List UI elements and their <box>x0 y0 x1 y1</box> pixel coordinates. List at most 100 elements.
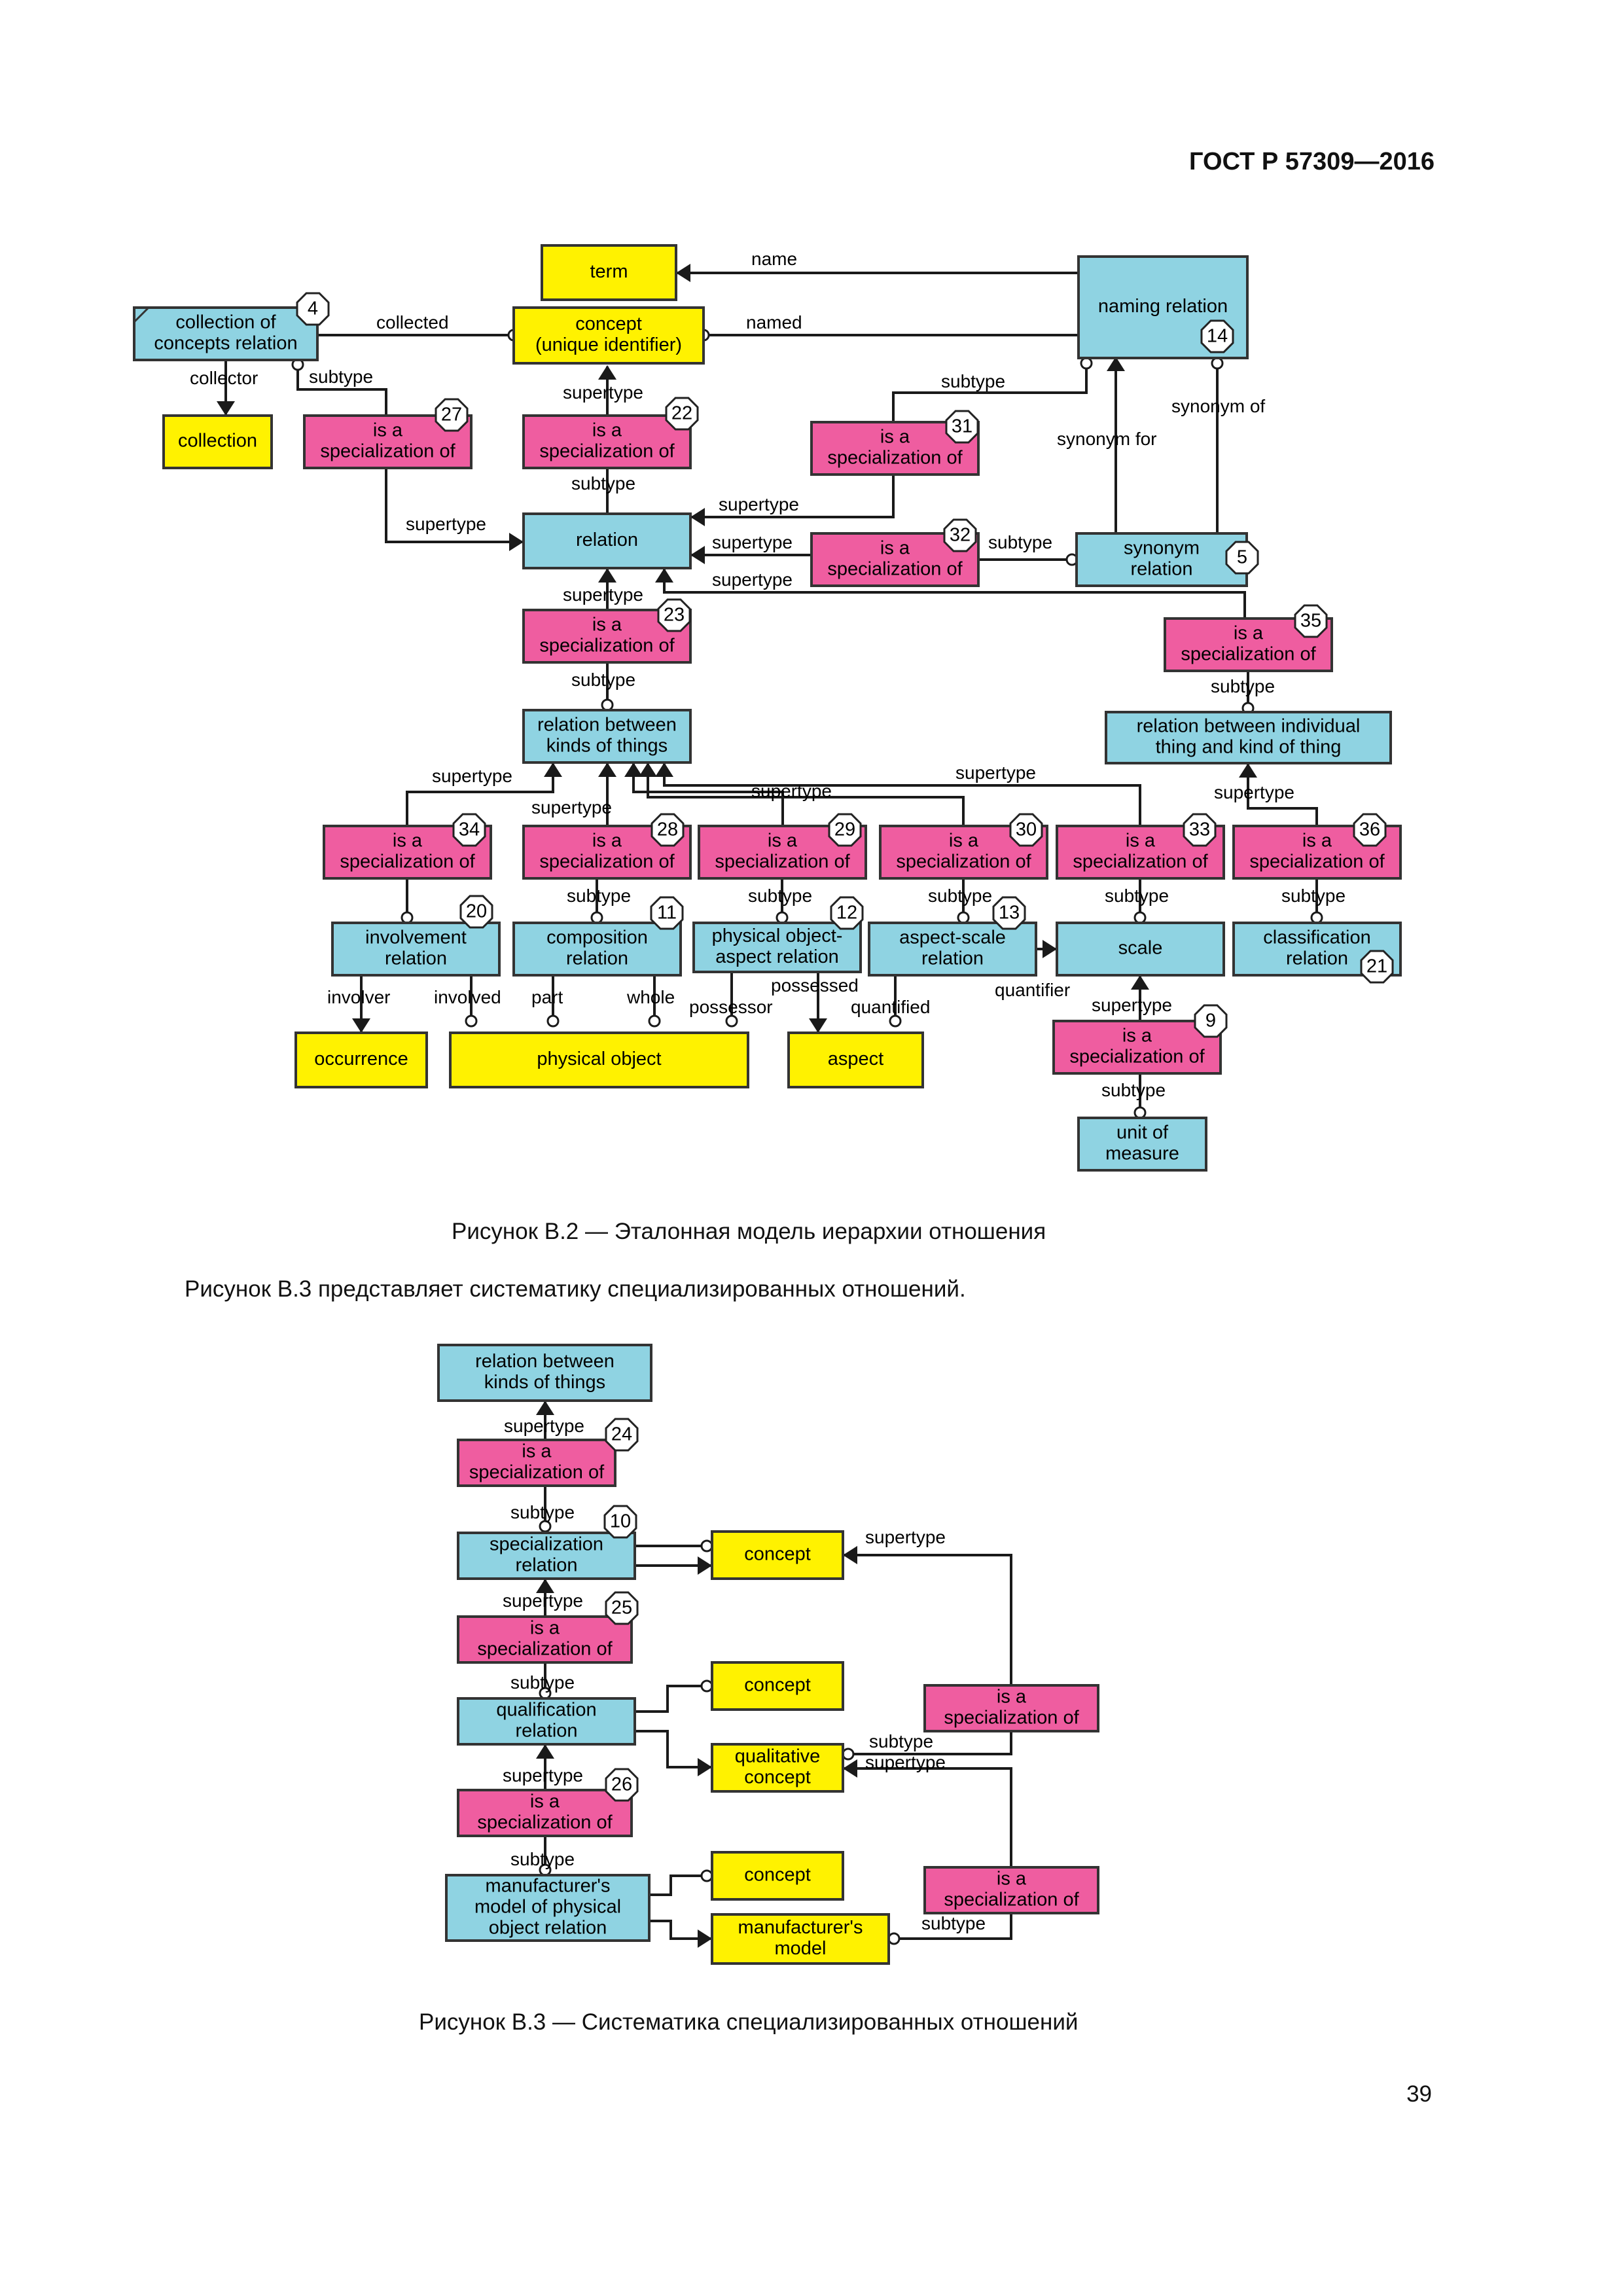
reference-number: 14 <box>1207 326 1228 347</box>
figure-b3-caption: Рисунок В.3 — Систематика специализирова… <box>419 2009 1079 2035</box>
connector-label: supertype <box>531 797 612 817</box>
box-label: manufacturer's <box>738 1917 863 1938</box>
box-label: (unique identifier) <box>535 334 682 355</box>
connector-label: subtype <box>988 532 1052 552</box>
box-label: model of physical <box>474 1897 621 1918</box>
reference-number: 24 <box>611 1424 632 1445</box>
box-label: unit of <box>1116 1122 1169 1143</box>
reference-number-badge <box>651 813 685 847</box>
arrowhead <box>676 264 690 282</box>
box-label: thing and kind of thing <box>1156 737 1342 758</box>
connector-label: subtype <box>869 1731 933 1751</box>
connector-endpoint <box>887 1932 901 1945</box>
box-label: object relation <box>489 1918 607 1939</box>
box-label: is a <box>768 831 798 852</box>
page-number: 39 <box>1406 2081 1432 2107</box>
box-label: composition <box>546 927 648 948</box>
connector-label: subtype <box>1211 676 1275 696</box>
connector-label: supertype <box>563 584 643 605</box>
box-label: scale <box>1118 938 1163 959</box>
box-label: relation <box>515 1555 577 1576</box>
connector-label: supertype <box>1092 995 1172 1015</box>
connector-label: supertype <box>406 514 486 534</box>
box-label: specialization of <box>539 852 675 872</box>
box-label: relation <box>385 948 447 969</box>
reference-number: 36 <box>1359 819 1380 840</box>
connector-label: subtype <box>748 886 812 906</box>
box-label: relation <box>515 1721 577 1742</box>
connector-lines <box>217 264 1323 1948</box>
arrowhead <box>217 401 235 416</box>
reference-number: 20 <box>466 901 487 922</box>
box-label: is a <box>1234 623 1264 644</box>
box-label: synonym <box>1124 538 1200 559</box>
connector-endpoint <box>1133 1106 1147 1119</box>
reference-number: 26 <box>611 1774 632 1795</box>
box-label: relation <box>1286 948 1348 969</box>
arrowhead <box>690 508 705 526</box>
box-label: concept <box>744 1865 811 1886</box>
box-label: is a <box>592 831 622 852</box>
box-label: specialization of <box>340 852 475 872</box>
connector-label: subtype <box>571 473 635 493</box>
reference-number: 29 <box>834 819 855 840</box>
reference-number: 33 <box>1189 819 1210 840</box>
connector-label: synonym of <box>1171 396 1265 416</box>
connector-endpoint <box>590 911 603 924</box>
b-concept2-box: concept <box>711 1661 844 1711</box>
arrowhead <box>536 1401 554 1415</box>
connector-label: involved <box>434 987 501 1007</box>
connector-label: subtype <box>510 1502 575 1522</box>
reference-number-badge <box>657 598 691 632</box>
box-label: concept <box>744 1544 811 1565</box>
connector-label: whole <box>626 987 675 1007</box>
box-label: concept <box>744 1675 811 1696</box>
connector-label: possessor <box>689 997 773 1017</box>
connector-endpoint <box>889 1014 902 1028</box>
box-label: specialization of <box>944 1890 1079 1910</box>
arrowhead <box>809 1018 827 1033</box>
box-label: concept <box>575 314 642 334</box>
box-label: aspect relation <box>715 946 839 967</box>
connector-endpoint <box>957 911 970 924</box>
box-label: specialization of <box>539 636 675 656</box>
box-label: classification <box>1263 927 1370 948</box>
reference-number: 34 <box>459 819 480 840</box>
figure-b3-intro-paragraph: Рисунок В.3 представляет систематику спе… <box>185 1276 966 1302</box>
box-label: is a <box>522 1441 552 1462</box>
box-label: specialization of <box>320 441 455 462</box>
reference-number: 22 <box>671 403 692 424</box>
box-label: model <box>775 1938 827 1959</box>
connector-endpoint <box>401 911 414 924</box>
connector-label: subtype <box>941 371 1005 391</box>
arrowhead <box>639 762 657 777</box>
connector-label: subtype <box>571 670 635 690</box>
connector-label: subtype <box>510 1672 575 1693</box>
connector-label: collector <box>190 368 258 388</box>
reference-number-badge <box>830 896 864 930</box>
connector-endpoint <box>546 1014 560 1028</box>
connector-label: synonym for <box>1057 429 1157 449</box>
connector-endpoint <box>700 1539 713 1552</box>
connector-label: supertype <box>955 762 1036 783</box>
box-label: is a <box>393 831 423 852</box>
reference-number-badge <box>828 813 862 847</box>
box-label: manufacturer's <box>486 1876 611 1897</box>
connector-endpoint <box>648 1014 661 1028</box>
